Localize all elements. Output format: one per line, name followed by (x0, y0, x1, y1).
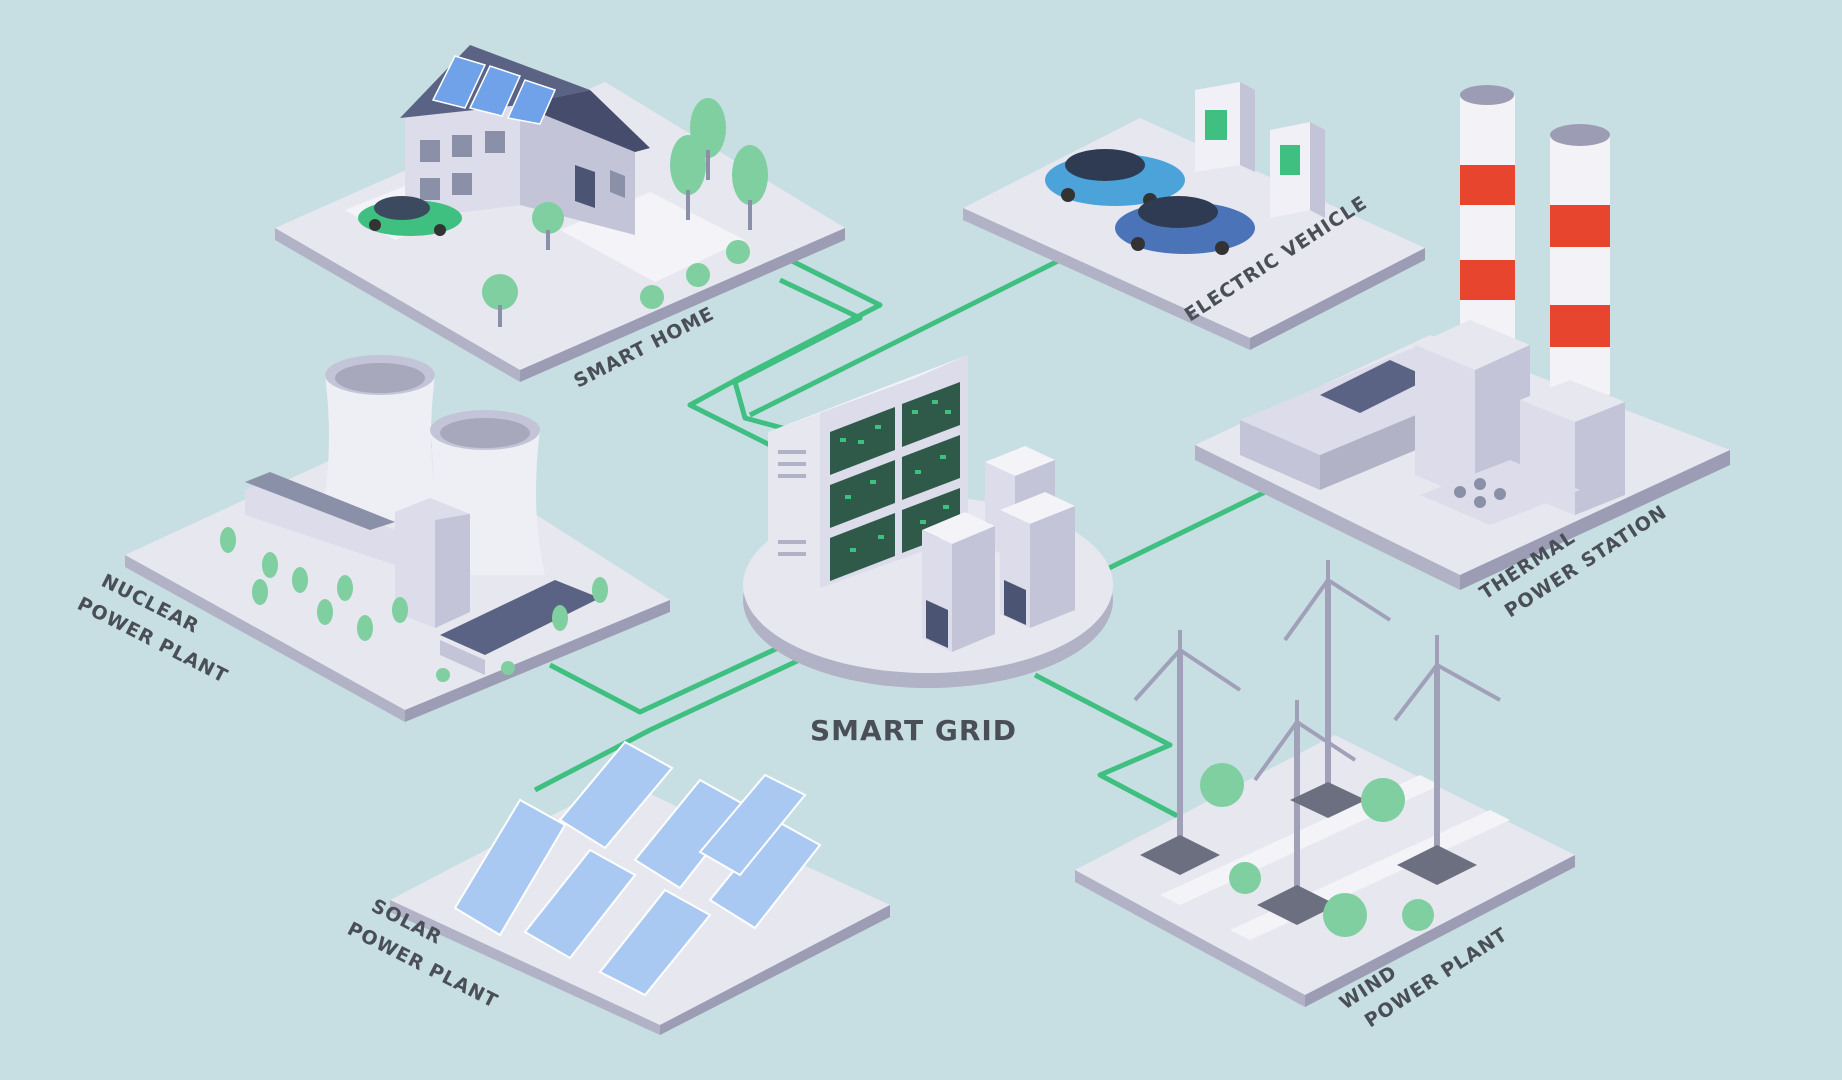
roof-solar-panel (506, 79, 557, 125)
tree-icon (482, 98, 768, 327)
platform-side-left (1075, 870, 1305, 1007)
platform-side-left (390, 900, 660, 1035)
connector-solar (533, 652, 812, 793)
label-smart-grid: SMART GRID (810, 714, 1017, 747)
platform-top (1075, 735, 1575, 995)
platform-side-right (1250, 248, 1425, 350)
node-nuclear: NUCLEAR POWER PLANT (74, 355, 670, 722)
platform-side-right (405, 600, 670, 722)
smart-grid-hub: SMART GRID (743, 355, 1113, 747)
node-electric-vehicle: ELECTRIC VEHICLE (963, 82, 1425, 350)
turbine-base (1140, 782, 1477, 925)
reactor-building (245, 472, 600, 675)
connector-nuclear (548, 637, 797, 715)
ev-charger-icon (1195, 82, 1325, 218)
solar-panel-icon (453, 740, 822, 997)
roof-solar-panel (468, 65, 522, 117)
house-icon (400, 45, 650, 235)
connector-smart-home-2 (732, 277, 863, 433)
platform-side-left (1195, 445, 1460, 590)
platform-side-right (1305, 855, 1575, 1007)
tree-icon (220, 527, 608, 682)
wind-turbine-icon (1177, 580, 1440, 900)
car-icon (1045, 149, 1255, 255)
car-icon (358, 196, 462, 236)
platform-side-right (660, 905, 890, 1035)
factory-icon (1240, 320, 1625, 525)
platform-side-left (125, 555, 405, 722)
turbine-blades (1133, 560, 1501, 782)
platform-side-left (275, 228, 520, 382)
node-smart-home: SMART HOME (275, 45, 845, 392)
server-tower-icon (922, 446, 1075, 652)
connector-electric-vehicle (748, 252, 1072, 418)
platform-side-right (520, 228, 845, 382)
connector-thermal (1103, 489, 1267, 573)
tree-icon (1200, 763, 1434, 937)
connector-wind (1033, 672, 1187, 823)
node-solar: SOLAR POWER PLANT (344, 740, 890, 1035)
platform-side-left (963, 208, 1250, 350)
platform-side-right (1460, 450, 1730, 590)
roof-solar-panel (431, 55, 487, 109)
grid-connectors (533, 252, 1267, 823)
node-wind: WIND POWER PLANT (1075, 560, 1575, 1032)
